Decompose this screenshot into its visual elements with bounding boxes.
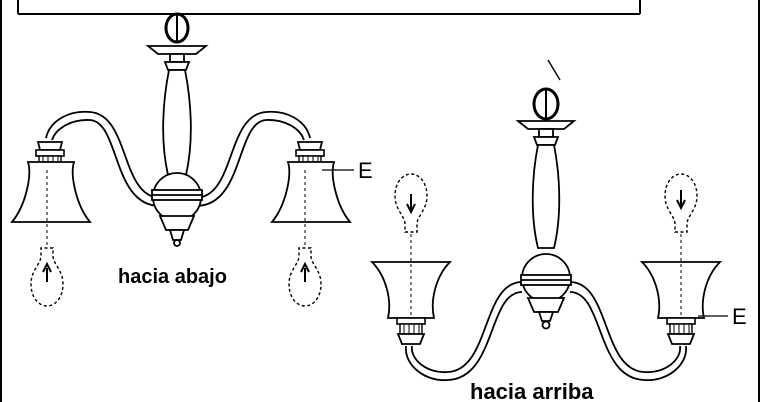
arrow-down-icon <box>676 190 686 211</box>
label-hacia-arriba: hacia arriba <box>470 379 594 402</box>
arrow-up-icon <box>42 261 52 282</box>
arrow-down-icon <box>406 194 416 215</box>
label-hacia-abajo: hacia abajo <box>118 266 227 288</box>
chandelier-down <box>10 12 352 247</box>
bulbs-down <box>30 170 322 307</box>
bulbs-up <box>394 173 698 318</box>
chandelier-up <box>369 59 723 381</box>
marker-e-right: E <box>732 304 747 329</box>
marker-e-left: E <box>358 158 373 183</box>
arrow-up-icon <box>300 261 310 282</box>
